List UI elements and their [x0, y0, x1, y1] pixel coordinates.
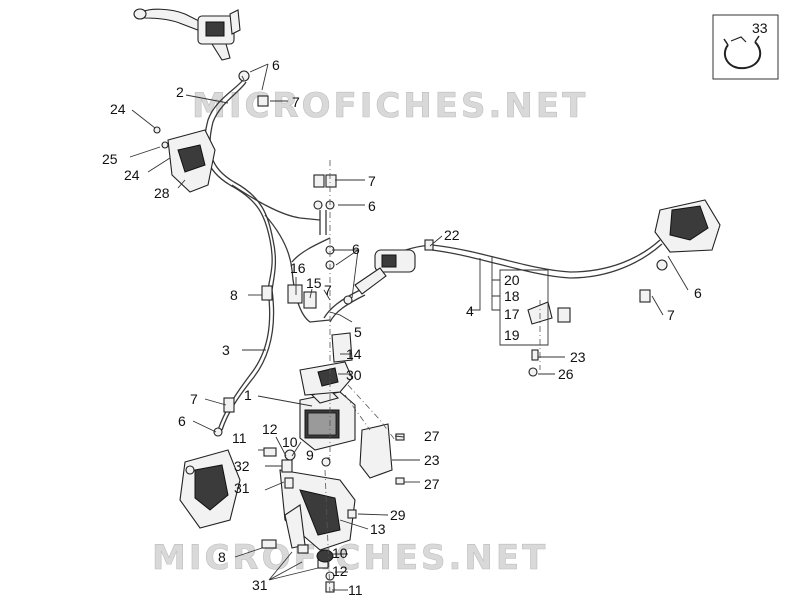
callout-16: 16	[290, 260, 306, 276]
assembly-guides	[324, 160, 541, 596]
callout-2: 2	[176, 84, 184, 100]
callout-28: 28	[154, 185, 170, 201]
rear-brake-caliper	[654, 199, 721, 253]
callout-10-top: 10	[282, 434, 298, 450]
clamps	[287, 284, 571, 377]
callout-10-bottom: 10	[332, 545, 348, 561]
callout-13: 13	[370, 521, 386, 537]
callout-12-top: 12	[262, 421, 278, 437]
front-brake-caliper	[179, 449, 241, 529]
callout-7-left: 7	[190, 391, 198, 407]
callout-23: 23	[424, 452, 440, 468]
callout-4: 4	[466, 303, 474, 319]
callout-19: 19	[504, 327, 520, 343]
callout-8-bottom: 8	[218, 549, 226, 565]
callout-11-top: 11	[232, 430, 247, 446]
callout-32: 32	[234, 458, 250, 474]
callout-29: 29	[390, 507, 406, 523]
bracket-14	[331, 332, 353, 363]
callout-26: 26	[558, 366, 574, 382]
callout-22: 23	[570, 349, 586, 365]
lower-bracket-13	[279, 469, 356, 551]
callout-31-top: 31	[234, 480, 250, 496]
callout-18: 18	[504, 288, 520, 304]
support-bracket-30	[299, 361, 353, 396]
callout-24-a: 24	[110, 101, 126, 117]
callout-33: 33	[752, 20, 768, 36]
callout-5: 5	[354, 324, 362, 340]
callout-labels: 2 6 7 24 25 24 28 7 6 6 22 20 18 17 19 4…	[102, 20, 768, 598]
callout-6-right: 6	[694, 285, 702, 301]
callout-15: 15	[306, 275, 322, 291]
cover-23	[359, 423, 393, 479]
rear-master-cylinder	[354, 249, 416, 295]
callout-7-center: 7	[324, 282, 332, 298]
watermark-bottom: MICROFICHES.NET	[152, 538, 548, 578]
callout-24-b: 24	[124, 167, 140, 183]
inset-box-clip	[712, 14, 779, 80]
leader-lines	[129, 63, 689, 591]
front-brake-lever	[133, 8, 241, 61]
callout-14: 14	[346, 346, 362, 362]
callout-6-mid: 6	[368, 198, 376, 214]
callout-1: 1	[244, 387, 252, 403]
callout-27-top: 27	[424, 428, 440, 444]
callout-7-mid: 7	[368, 173, 376, 189]
callout-6-top: 6	[272, 57, 280, 73]
circlip-icon	[723, 41, 762, 70]
callout-6-left: 6	[178, 413, 186, 429]
callout-27-bottom: 27	[424, 476, 440, 492]
callout-30: 30	[346, 367, 362, 383]
bracket-28	[167, 129, 216, 193]
brake-hoses	[203, 79, 663, 431]
watermark-top: MICROFICHES.NET	[192, 86, 588, 126]
callout-31-bottom: 31	[252, 577, 268, 593]
callout-3: 3	[222, 342, 230, 358]
callout-12-bottom: 12	[332, 563, 348, 579]
callout-8-top: 8	[230, 287, 238, 303]
callout-21: 22	[444, 227, 460, 243]
fittings	[153, 70, 668, 437]
callout-6-center: 6	[352, 241, 360, 257]
callout-7-top: 7	[292, 94, 300, 110]
callout-9: 9	[306, 447, 314, 463]
callout-7-right: 7	[667, 307, 675, 323]
abs-module	[299, 389, 356, 451]
callout-11-bottom: 11	[348, 582, 363, 598]
callout-20: 20	[504, 272, 520, 288]
callout-17: 17	[504, 306, 520, 322]
callout-25: 25	[102, 151, 118, 167]
